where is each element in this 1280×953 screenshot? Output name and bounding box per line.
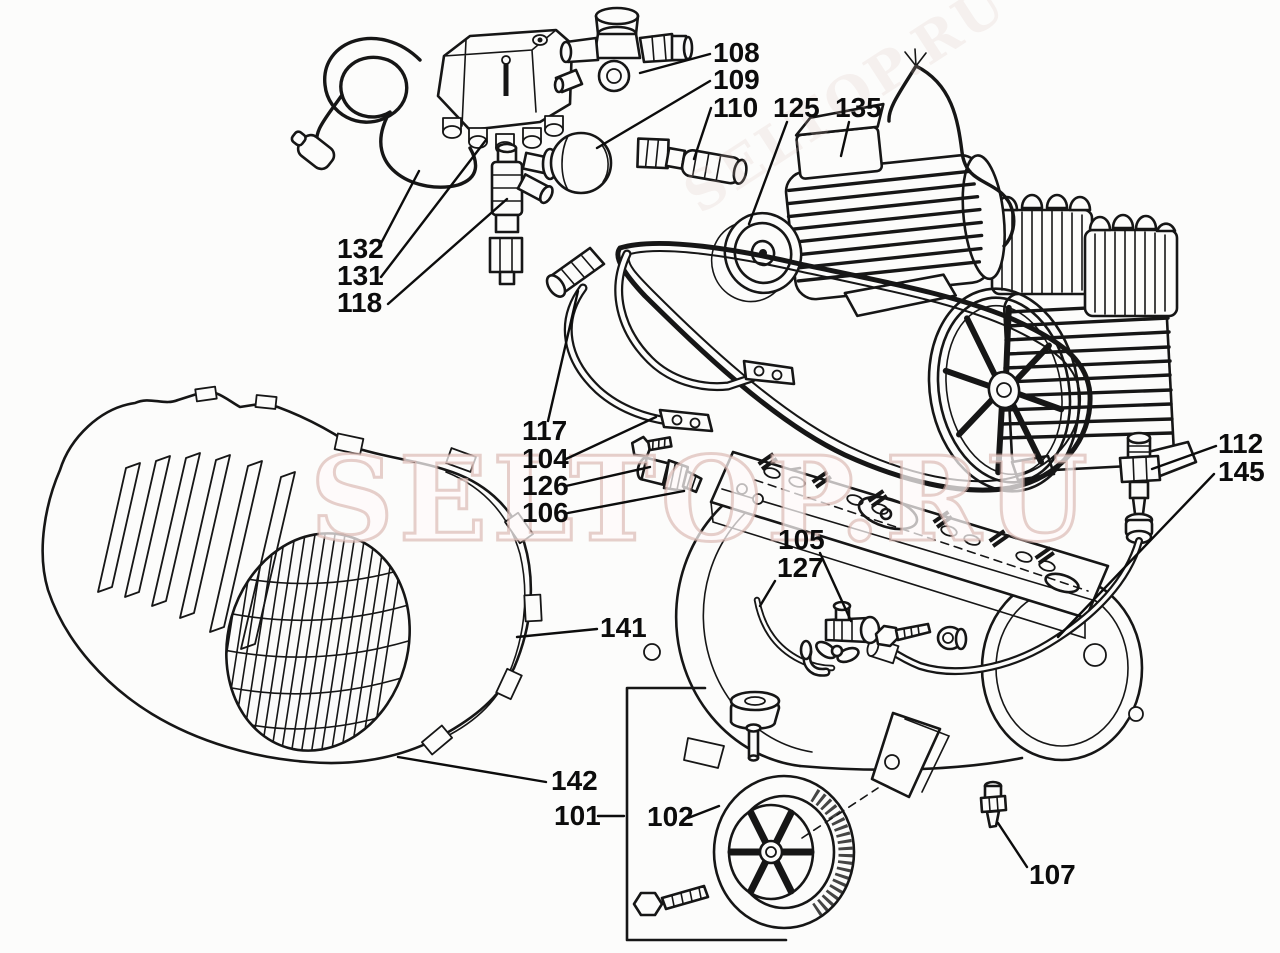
part-label-101: 101 — [554, 800, 601, 831]
frayed-wire-end — [904, 48, 927, 67]
part-label-105: 105 — [778, 524, 825, 555]
tank-wheel-bracket — [870, 711, 951, 799]
part-labels: 108 109 110 125 135 132 131 118 117 104 … — [337, 37, 1265, 890]
tank-boss — [643, 643, 661, 661]
part-label-104: 104 — [522, 443, 569, 474]
watermark-text: SELTOP.RU — [310, 432, 1093, 568]
part-label-141: 141 — [600, 612, 647, 643]
leader-lines — [376, 52, 1218, 869]
t-fitting — [488, 142, 554, 286]
drain-cock — [799, 600, 881, 677]
plate-bolts — [757, 452, 1055, 565]
bolt-and-nut — [874, 622, 968, 651]
plug — [290, 130, 336, 171]
flywheel — [927, 287, 1081, 493]
part-label-127: 127 — [777, 552, 824, 583]
part-label-132: 132 — [337, 233, 384, 264]
carry-handle — [545, 246, 796, 433]
axle-bolt — [632, 884, 710, 917]
part-label-106: 106 — [522, 497, 569, 528]
cylinder-head-right — [1083, 213, 1179, 318]
part-label-125: 125 — [773, 92, 820, 123]
check-valve — [1118, 431, 1162, 545]
part-label-117: 117 — [522, 415, 567, 446]
part-label-145: 145 — [1218, 456, 1265, 487]
power-cord — [290, 36, 478, 189]
part-label-135: 135 — [835, 92, 882, 123]
unloader-valve — [553, 6, 694, 94]
handle-bracket-ends — [658, 359, 796, 433]
pressure-switch — [436, 28, 574, 155]
part-label-142: 142 — [551, 765, 598, 796]
hose-fitting — [636, 137, 748, 185]
nipple-fitting — [553, 68, 584, 94]
foot-pin — [745, 723, 762, 762]
belt-guard-cover — [41, 385, 543, 773]
wheel-kit-bracket-outline — [625, 686, 788, 942]
part-label-118: 118 — [337, 287, 382, 318]
rubber-foot — [729, 690, 781, 762]
part-label-109: 109 — [713, 64, 760, 95]
part-label-131: 131 — [337, 260, 384, 291]
part-label-110: 110 — [713, 92, 758, 123]
wheel — [712, 774, 856, 930]
drain-tube — [753, 596, 836, 672]
cover-clips — [194, 385, 543, 756]
motor-foot — [843, 273, 958, 318]
part-label-102: 102 — [647, 801, 694, 832]
part-label-108: 108 — [713, 37, 760, 68]
power-cable — [887, 48, 1016, 248]
assembly-axis-dashes — [801, 787, 879, 839]
screw-126 — [630, 435, 673, 459]
mounting-plate — [709, 450, 1110, 640]
valve-fitting-106 — [636, 456, 703, 494]
plate-holes — [736, 467, 1080, 594]
part-label-126: 126 — [522, 470, 569, 501]
handle-grip — [545, 246, 606, 298]
tank-foot — [683, 737, 725, 769]
part-label-112: 112 — [1218, 428, 1263, 459]
drain-valve — [979, 780, 1008, 829]
part-label-107: 107 — [1029, 859, 1076, 890]
vent-slats — [97, 452, 296, 650]
drive-belt — [615, 240, 1093, 493]
